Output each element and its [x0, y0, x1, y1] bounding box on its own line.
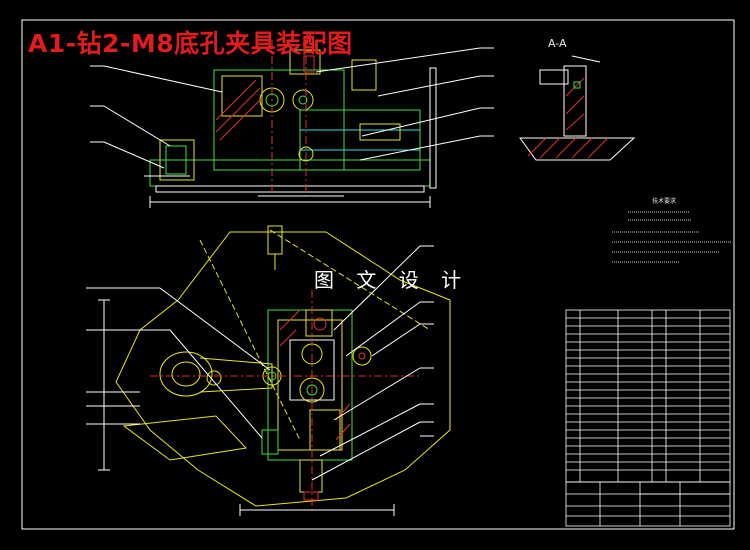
front-elevation-view [90, 40, 494, 208]
drawing-title: A1-钻2-M8底孔夹具装配图 [28, 29, 353, 58]
title-block [565, 481, 731, 527]
technical-requirements-block [612, 211, 732, 263]
section-view-label: A-A [548, 37, 567, 50]
plan-view [86, 225, 451, 516]
watermark-text: 图 文 设 计 [314, 268, 470, 292]
technical-requirements-title: 技术要求 [652, 198, 677, 205]
drawing-frame [21, 19, 735, 530]
parts-list-table [565, 309, 731, 483]
section-a-a-view [519, 55, 636, 161]
